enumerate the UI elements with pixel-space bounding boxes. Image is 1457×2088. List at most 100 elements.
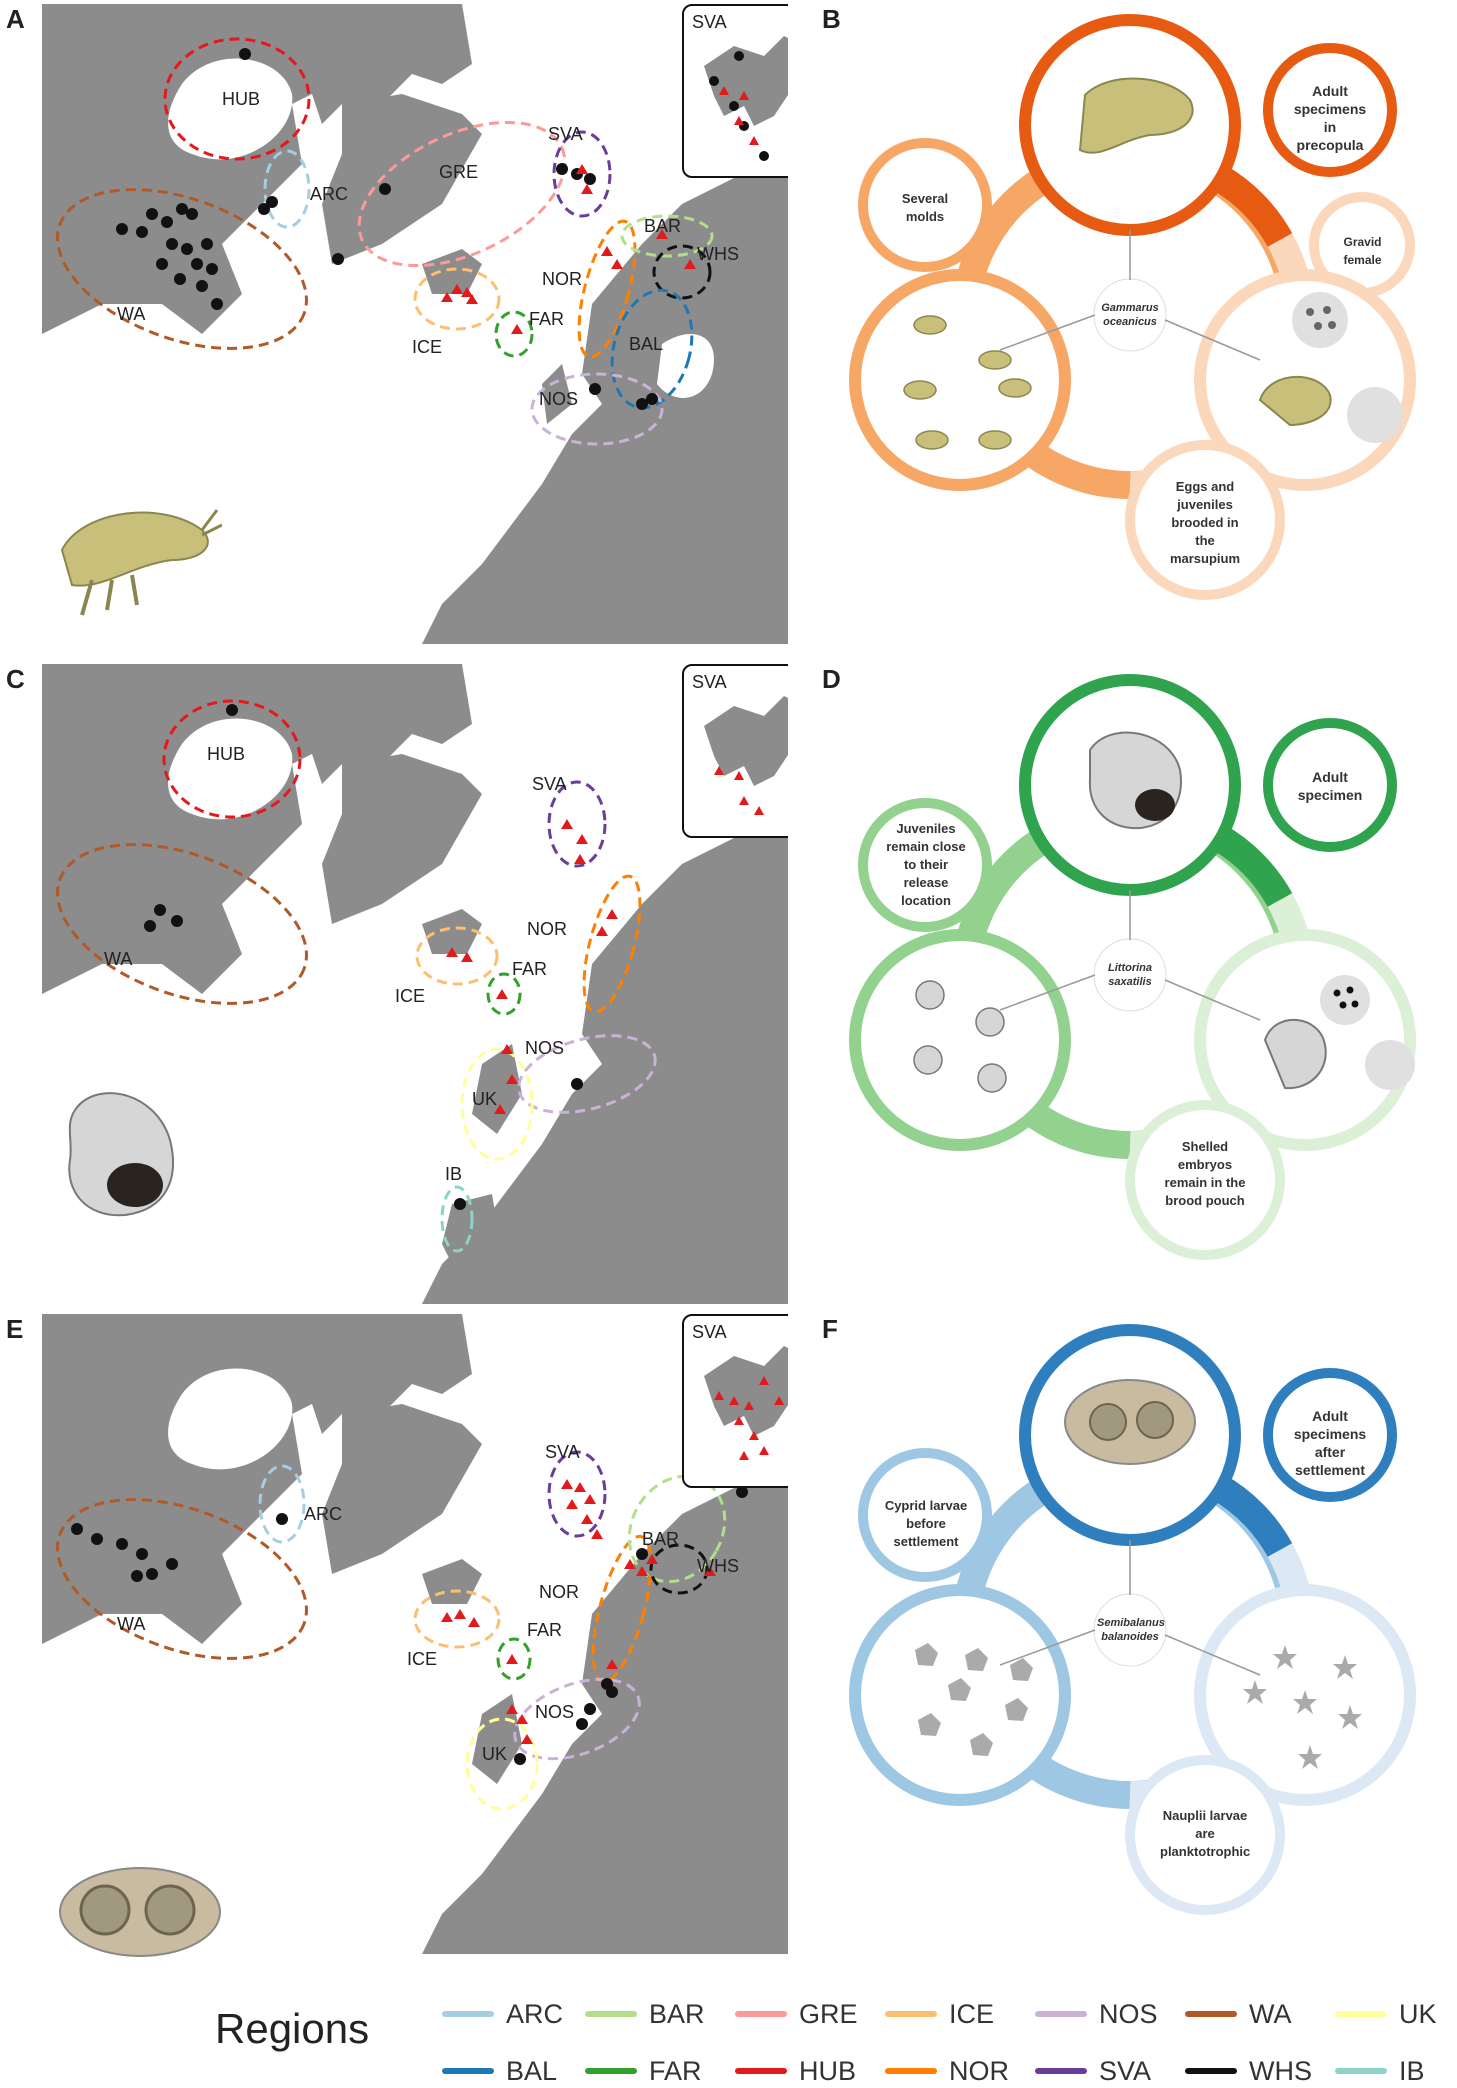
map-a-inset-svg (704, 36, 788, 161)
diagram-d-top-label: Adult specimen (1297, 769, 1363, 803)
map-a-label-bal: BAL (629, 334, 664, 354)
panel-letter-a: A (6, 4, 25, 34)
map-c-label-far: FAR (512, 959, 548, 979)
map-panel-e: ARC SVA WA BAR WHS NOR ICE FAR NOS UK SV… (42, 1314, 788, 1954)
diagram-d-center-label: Littorina saxatilis (1108, 962, 1152, 988)
map-a-label-hub: HUB (222, 89, 261, 109)
legend-item-bar: BAR (585, 1999, 705, 2029)
diagram-f-top-label: Adult specimens after settlement (1293, 1408, 1367, 1478)
landmass (42, 4, 788, 644)
diagram-b-right-label: Gravid female (1343, 235, 1382, 267)
legend-item-ice: ICE (885, 1999, 994, 2029)
panel-letter-c: C (6, 664, 25, 694)
barnacle-illustration (59, 1867, 221, 1957)
map-e-inset-svg (704, 1346, 788, 1460)
map-panel-c: HUB SVA WA NOR ICE FAR NOS UK IB SVA (42, 664, 788, 1304)
sample-dots (71, 1486, 748, 1765)
map-c-label-wa: WA (104, 949, 133, 969)
legend-label-bal: BAL (506, 2055, 558, 2086)
panel-letter-f: F (822, 1314, 838, 1344)
inland-water (168, 718, 293, 820)
map-a-label-nor: NOR (542, 269, 582, 289)
map-a-svalbard-inset: SVA (682, 4, 788, 178)
legend-item-nos: NOS (1035, 1999, 1158, 2029)
map-e-label-nor: NOR (539, 1582, 579, 1602)
legend-swatch-whs (1185, 2068, 1237, 2074)
map-e-label-ice: ICE (407, 1649, 438, 1669)
landmass (42, 1314, 788, 1954)
region-outlines (56, 699, 657, 1253)
diagram-d-bottom-label: Shelled embryos remain in the brood pouc… (1164, 1139, 1246, 1208)
sample-triangles (441, 1479, 716, 1744)
lifecycle-diagram-b: Adult specimens in precopula Several mol… (840, 0, 1440, 640)
map-e-svalbard-inset: SVA (682, 1314, 788, 1488)
sample-triangles (441, 164, 696, 334)
legend-label-uk: UK (1399, 1998, 1437, 2029)
map-c-label-uk: UK (472, 1089, 498, 1109)
legend-swatch-bal (442, 2068, 494, 2074)
legend-swatch-nos (1035, 2011, 1087, 2017)
map-e-label-far: FAR (527, 1620, 563, 1640)
diagram-b-top-label: Adult specimens in precopula (1293, 83, 1367, 153)
inland-water (168, 1368, 293, 1470)
legend-label-sva: SVA (1099, 2055, 1152, 2086)
map-a-label-gre: GRE (439, 162, 479, 182)
legend-item-bal: BAL (442, 2056, 557, 2086)
legend-swatch-nor (885, 2068, 937, 2074)
panel-letter-b: B (822, 4, 841, 34)
map-e-label-nos: NOS (535, 1702, 575, 1722)
panel-letter-d: D (822, 664, 841, 694)
legend-swatch-wa (1185, 2011, 1237, 2017)
map-e-label-uk: UK (482, 1744, 508, 1764)
legend-label-nos: NOS (1099, 1998, 1158, 2029)
map-c-label-nor: NOR (527, 919, 567, 939)
legend-label-ice: ICE (949, 1998, 995, 2029)
map-a-label-whs: WHS (697, 244, 739, 264)
map-e-label-wa: WA (117, 1614, 146, 1634)
legend-label-arc: ARC (506, 1998, 564, 2029)
map-e-inset-label: SVA (692, 1322, 727, 1342)
legend-swatch-arc (442, 2011, 494, 2017)
diagram-d-left-label: Juveniles remain close to their release … (886, 821, 966, 908)
legend-item-wa: WA (1185, 1999, 1292, 2029)
sample-dots (144, 704, 583, 1210)
map-c-label-sva: SVA (532, 774, 567, 794)
map-c-inset-svg (704, 696, 788, 815)
legend-swatch-uk (1335, 2011, 1387, 2017)
region-outlines (56, 37, 714, 446)
legend-item-nor: NOR (885, 2056, 1009, 2086)
legend-item-sva: SVA (1035, 2056, 1151, 2086)
legend-swatch-gre (735, 2011, 787, 2017)
diagram-b-bottom-label: Eggs and juveniles brooded in the marsup… (1169, 479, 1241, 566)
map-c-label-ib: IB (445, 1164, 463, 1184)
diagram-f-svg (849, 1324, 1416, 1915)
diagram-d-svg (849, 674, 1416, 1260)
map-a-inset-label: SVA (692, 12, 727, 32)
legend-label-wa: WA (1249, 1998, 1292, 2029)
legend-item-uk: UK (1335, 1999, 1437, 2029)
map-a-label-far: FAR (529, 309, 565, 329)
map-c-inset-label: SVA (692, 672, 727, 692)
diagram-b-center-label: Gammarus oceanicus (1101, 302, 1159, 328)
diagram-f-center-label: Semibalanus balanoides (1097, 1617, 1165, 1643)
panel-letter-e: E (6, 1314, 24, 1344)
legend-swatch-ib (1335, 2068, 1387, 2074)
map-a-label-wa: WA (117, 304, 146, 324)
diagram-f-left-label: Cyprid larvae before settlement (884, 1498, 968, 1549)
map-c-label-ice: ICE (395, 986, 426, 1006)
legend-swatch-bar (585, 2011, 637, 2017)
legend-label-far: FAR (649, 2055, 702, 2086)
map-e-label-sva: SVA (545, 1442, 580, 1462)
legend-label-hub: HUB (799, 2055, 857, 2086)
map-c-svalbard-inset: SVA (682, 664, 788, 838)
map-e-label-whs: WHS (697, 1556, 739, 1576)
map-c-svg (42, 664, 788, 1304)
map-a-label-sva: SVA (548, 124, 583, 144)
legend-swatch-far (585, 2068, 637, 2074)
map-a-label-bar: BAR (644, 216, 682, 236)
legend-swatch-hub (735, 2068, 787, 2074)
diagram-b-left-label: Several molds (901, 191, 949, 224)
map-c-label-nos: NOS (525, 1038, 565, 1058)
legend-item-hub: HUB (735, 2056, 856, 2086)
legend-swatch-sva (1035, 2068, 1087, 2074)
